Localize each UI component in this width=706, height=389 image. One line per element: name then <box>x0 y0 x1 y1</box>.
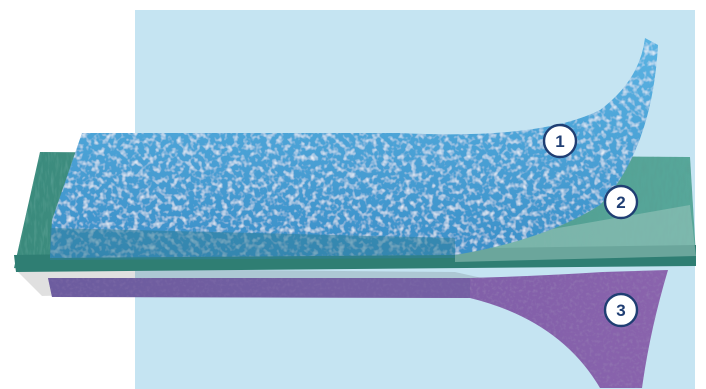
layer-marker-1-label: 1 <box>555 132 564 151</box>
layer-marker-2-label: 2 <box>616 193 625 212</box>
layer-marker-3-label: 3 <box>616 301 625 320</box>
layer-marker-1: 1 <box>544 125 576 157</box>
layer-marker-3: 3 <box>605 294 637 326</box>
layer-marker-2: 2 <box>605 186 637 218</box>
